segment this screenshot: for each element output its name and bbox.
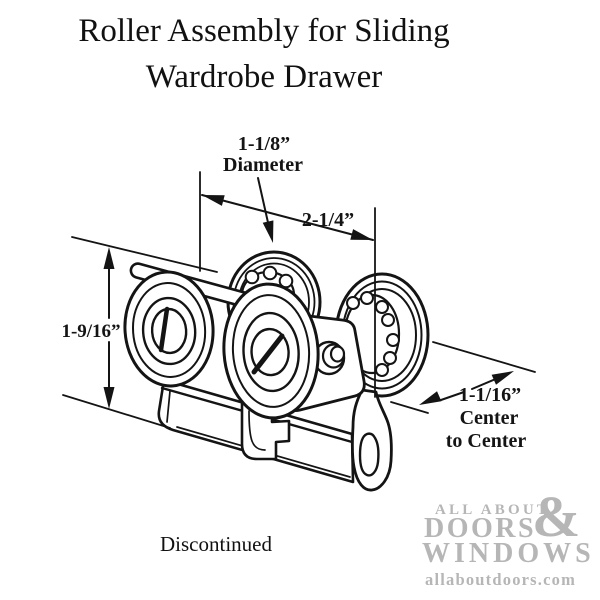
dimension-arrowheads: [103, 195, 514, 409]
watermark-ampersand: &: [532, 484, 581, 549]
page-title: Roller Assembly for Sliding Wardrobe Dra…: [0, 8, 528, 100]
watermark-website: allaboutdoors.com: [425, 570, 577, 589]
dimension-labels: 1-1/8” Diameter 2-1/4” 1-9/16” 1-1/16” C…: [61, 133, 526, 452]
front-center-roller-slot: [251, 333, 285, 375]
watermark-all-about: ALL ABOUT: [435, 502, 551, 518]
page-title-line-2: Wardrobe Drawer: [145, 59, 383, 95]
center-to-center-word1-label: Center: [460, 407, 519, 429]
width-dimension-label: 2-1/4”: [302, 209, 354, 231]
dimension-lines: [62, 171, 536, 429]
discontinued-note: Discontinued: [160, 532, 272, 556]
dimension-arrow-lines: [108, 177, 499, 401]
hanger-eyelet: [350, 388, 393, 492]
height-dimension-label: 1-9/16”: [61, 321, 120, 342]
center-to-center-word2-label: to Center: [446, 430, 527, 452]
diameter-value-label: 1-1/8”: [238, 133, 290, 155]
page-title-line-1: Roller Assembly for Sliding: [78, 13, 450, 49]
diameter-word-label: Diameter: [223, 154, 303, 176]
front-left-roller-slot: [158, 306, 170, 353]
watermark-logo: ALL ABOUT & DOORS WINDOWS allaboutdoors.…: [420, 488, 595, 593]
watermark-windows: WINDOWS: [422, 538, 595, 569]
front-left-roller: [123, 270, 215, 388]
center-to-center-value-label: 1-1/16”: [459, 384, 521, 406]
watermark-doors: DOORS: [424, 513, 537, 544]
axle-peg: [312, 340, 346, 376]
